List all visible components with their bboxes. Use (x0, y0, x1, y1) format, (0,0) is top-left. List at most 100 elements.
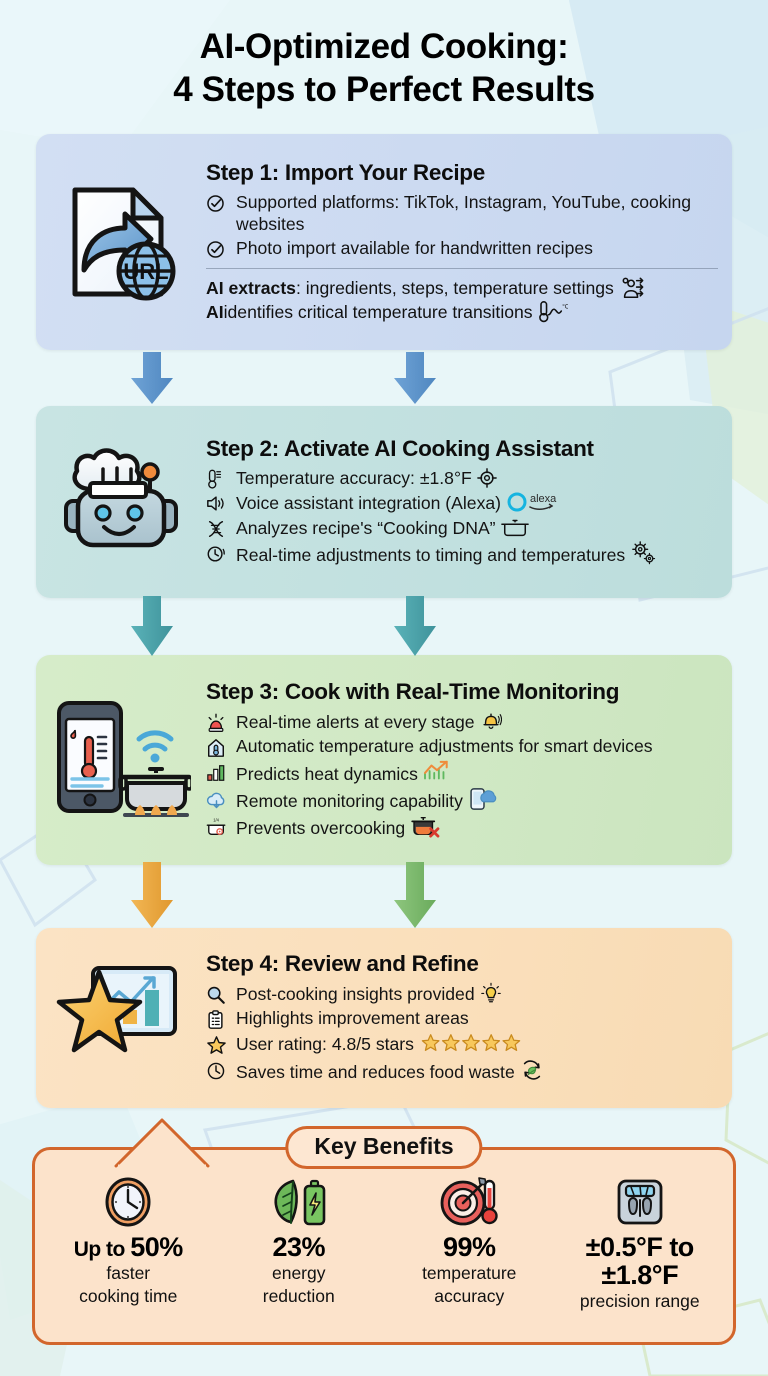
svg-text:1/4: 1/4 (213, 818, 219, 823)
step-3-card[interactable]: Step 3: Cook with Real-Time Monitoring R… (36, 655, 732, 865)
chart-up-icon (423, 760, 451, 784)
list-item: Automatic temperature adjustments for sm… (206, 735, 718, 758)
target-thermometer-icon (438, 1174, 500, 1230)
ai-identifies-text: identifies critical temperature transiti… (223, 301, 533, 322)
ai-identifies-label: AI (206, 301, 224, 322)
list-item-text: Real-time adjustments to timing and temp… (236, 541, 718, 566)
robot-chef-icon (36, 439, 206, 565)
clock-icon (206, 1058, 228, 1081)
magnifier-icon (206, 982, 228, 1005)
phone-cloud-icon (468, 787, 500, 811)
gears-icon (630, 541, 656, 565)
thermostat-house-icon (206, 735, 228, 758)
benefit-value: ±0.5°F to ±1.8°F (585, 1232, 695, 1291)
five-stars-icon (419, 1032, 523, 1054)
clipboard-icon (206, 1007, 228, 1030)
benefits-notch-connector (114, 1118, 210, 1170)
cloud-upload-icon (206, 787, 228, 810)
flow-arrow-right-2 (394, 596, 436, 656)
svg-text:°C: °C (562, 303, 568, 311)
list-item: Post-cooking insights provided (206, 982, 718, 1005)
siren-icon (206, 710, 228, 733)
list-item: User rating: 4.8/5 stars (206, 1032, 718, 1056)
benefit-item: 23% energy reduction (214, 1174, 385, 1334)
list-item: Photo import available for handwritten r… (206, 237, 718, 259)
recycle-leaf-icon (520, 1058, 544, 1082)
benefit-label-line1: faster (106, 1263, 151, 1284)
no-burn-pot-icon (410, 814, 442, 838)
step-2-card[interactable]: Step 2: Activate AI Cooking Assistant Te… (36, 406, 732, 598)
bell-icon (480, 710, 502, 732)
flow-arrow-right-3 (394, 862, 436, 928)
list-item-text: Temperature accuracy: ±1.8°F (236, 467, 718, 489)
ai-identifies-line: AI identifies critical temperature trans… (206, 300, 718, 324)
check-circle-icon (206, 191, 228, 213)
ai-extracts-line: AI extracts : ingredients, steps, temper… (206, 276, 718, 300)
list-item: Real-time adjustments to timing and temp… (206, 541, 718, 566)
thermometer-curve-icon: °C (538, 300, 568, 324)
list-item-text: Real-time alerts at every stage (236, 710, 718, 733)
benefit-item: ±0.5°F to ±1.8°F precision range (555, 1174, 726, 1334)
benefit-label-line2: accuracy (434, 1286, 505, 1307)
benefit-item: Up to 50% faster cooking time (43, 1174, 214, 1334)
dna-icon (206, 516, 228, 539)
leaf-battery-icon (269, 1174, 329, 1230)
list-item-text: Photo import available for handwritten r… (236, 238, 593, 259)
benefit-item: 99% temperature accuracy (384, 1174, 555, 1334)
list-item: 1/4 Prevents overcooking (206, 814, 718, 839)
alexa-logo-icon: alexa (506, 491, 568, 513)
benefit-value: 99% (442, 1232, 496, 1262)
step-1-title: Step 1: Import Your Recipe (206, 159, 485, 185)
step-4-card[interactable]: Step 4: Review and Refine Post-cooking i… (36, 928, 732, 1108)
ai-extracts-label: AI extracts (206, 277, 296, 298)
thermometer-icon (206, 467, 228, 489)
pot-outline-icon (500, 516, 529, 538)
step-2-title: Step 2: Activate AI Cooking Assistant (206, 435, 594, 461)
flow-arrow-left-1 (131, 352, 173, 404)
check-circle-icon (206, 237, 228, 259)
key-benefits-panel: Key Benefits Up to 50% faster cooking ti… (32, 1126, 736, 1345)
phone-thermometer-pot-wifi-icon (36, 697, 206, 823)
star-outline-icon (206, 1032, 228, 1056)
svg-text:URL: URL (123, 259, 168, 284)
pressure-cooker-icon: 1/4 (206, 814, 228, 837)
list-item: Highlights improvement areas (206, 1007, 718, 1030)
clock-icon (101, 1174, 155, 1230)
list-item-text: Supported platforms: TikTok, Instagram, … (236, 191, 692, 234)
step-4-title: Step 4: Review and Refine (206, 950, 479, 976)
list-item: Voice assistant integration (Alexa)alexa (206, 491, 718, 514)
list-item: Temperature accuracy: ±1.8°F (206, 467, 718, 489)
step-1-card[interactable]: URL Step 1: Import Your Recipe Supported… (36, 134, 732, 350)
divider (206, 268, 718, 270)
flow-arrow-left-3 (131, 862, 173, 928)
list-item-text: Voice assistant integration (Alexa)alexa (236, 491, 718, 514)
step-3-title: Step 3: Cook with Real-Time Monitoring (206, 678, 620, 704)
target-icon (476, 467, 497, 488)
title-line-2: 4 Steps to Perfect Results (173, 69, 595, 109)
list-item: Analyzes recipe's “Cooking DNA” (206, 516, 718, 539)
list-item: Predicts heat dynamics (206, 760, 718, 785)
speaker-icon (206, 491, 228, 513)
list-item-text: Post-cooking insights provided (236, 982, 718, 1005)
list-item-text: Remote monitoring capability (236, 787, 718, 812)
list-item-text: User rating: 4.8/5 stars (236, 1032, 718, 1055)
lightbulb-icon (480, 982, 502, 1004)
list-item: Remote monitoring capability (206, 787, 718, 812)
list-item-text: Analyzes recipe's “Cooking DNA” (236, 516, 718, 539)
list-item: Saves time and reduces food waste (206, 1058, 718, 1083)
scale-icon (614, 1174, 666, 1230)
clock-refresh-icon (206, 541, 228, 564)
flow-arrow-left-2 (131, 596, 173, 656)
document-share-url-icon: URL (36, 178, 206, 306)
list-item: Real-time alerts at every stage (206, 710, 718, 733)
title-line-1: AI-Optimized Cooking: (199, 27, 569, 66)
list-item: Supported platforms: TikTok, Instagram, … (206, 191, 718, 235)
page-title: AI-Optimized Cooking: 4 Steps to Perfect… (0, 0, 768, 111)
benefit-value: Up to 50% (73, 1232, 184, 1262)
list-item-text: Saves time and reduces food waste (236, 1058, 718, 1083)
bar-chart-icon (206, 760, 228, 783)
list-item-text: Automatic temperature adjustments for sm… (236, 735, 653, 756)
benefit-label-line1: energy (271, 1263, 326, 1284)
benefit-label-line1: precision range (579, 1291, 700, 1312)
list-item-text: Predicts heat dynamics (236, 760, 718, 785)
